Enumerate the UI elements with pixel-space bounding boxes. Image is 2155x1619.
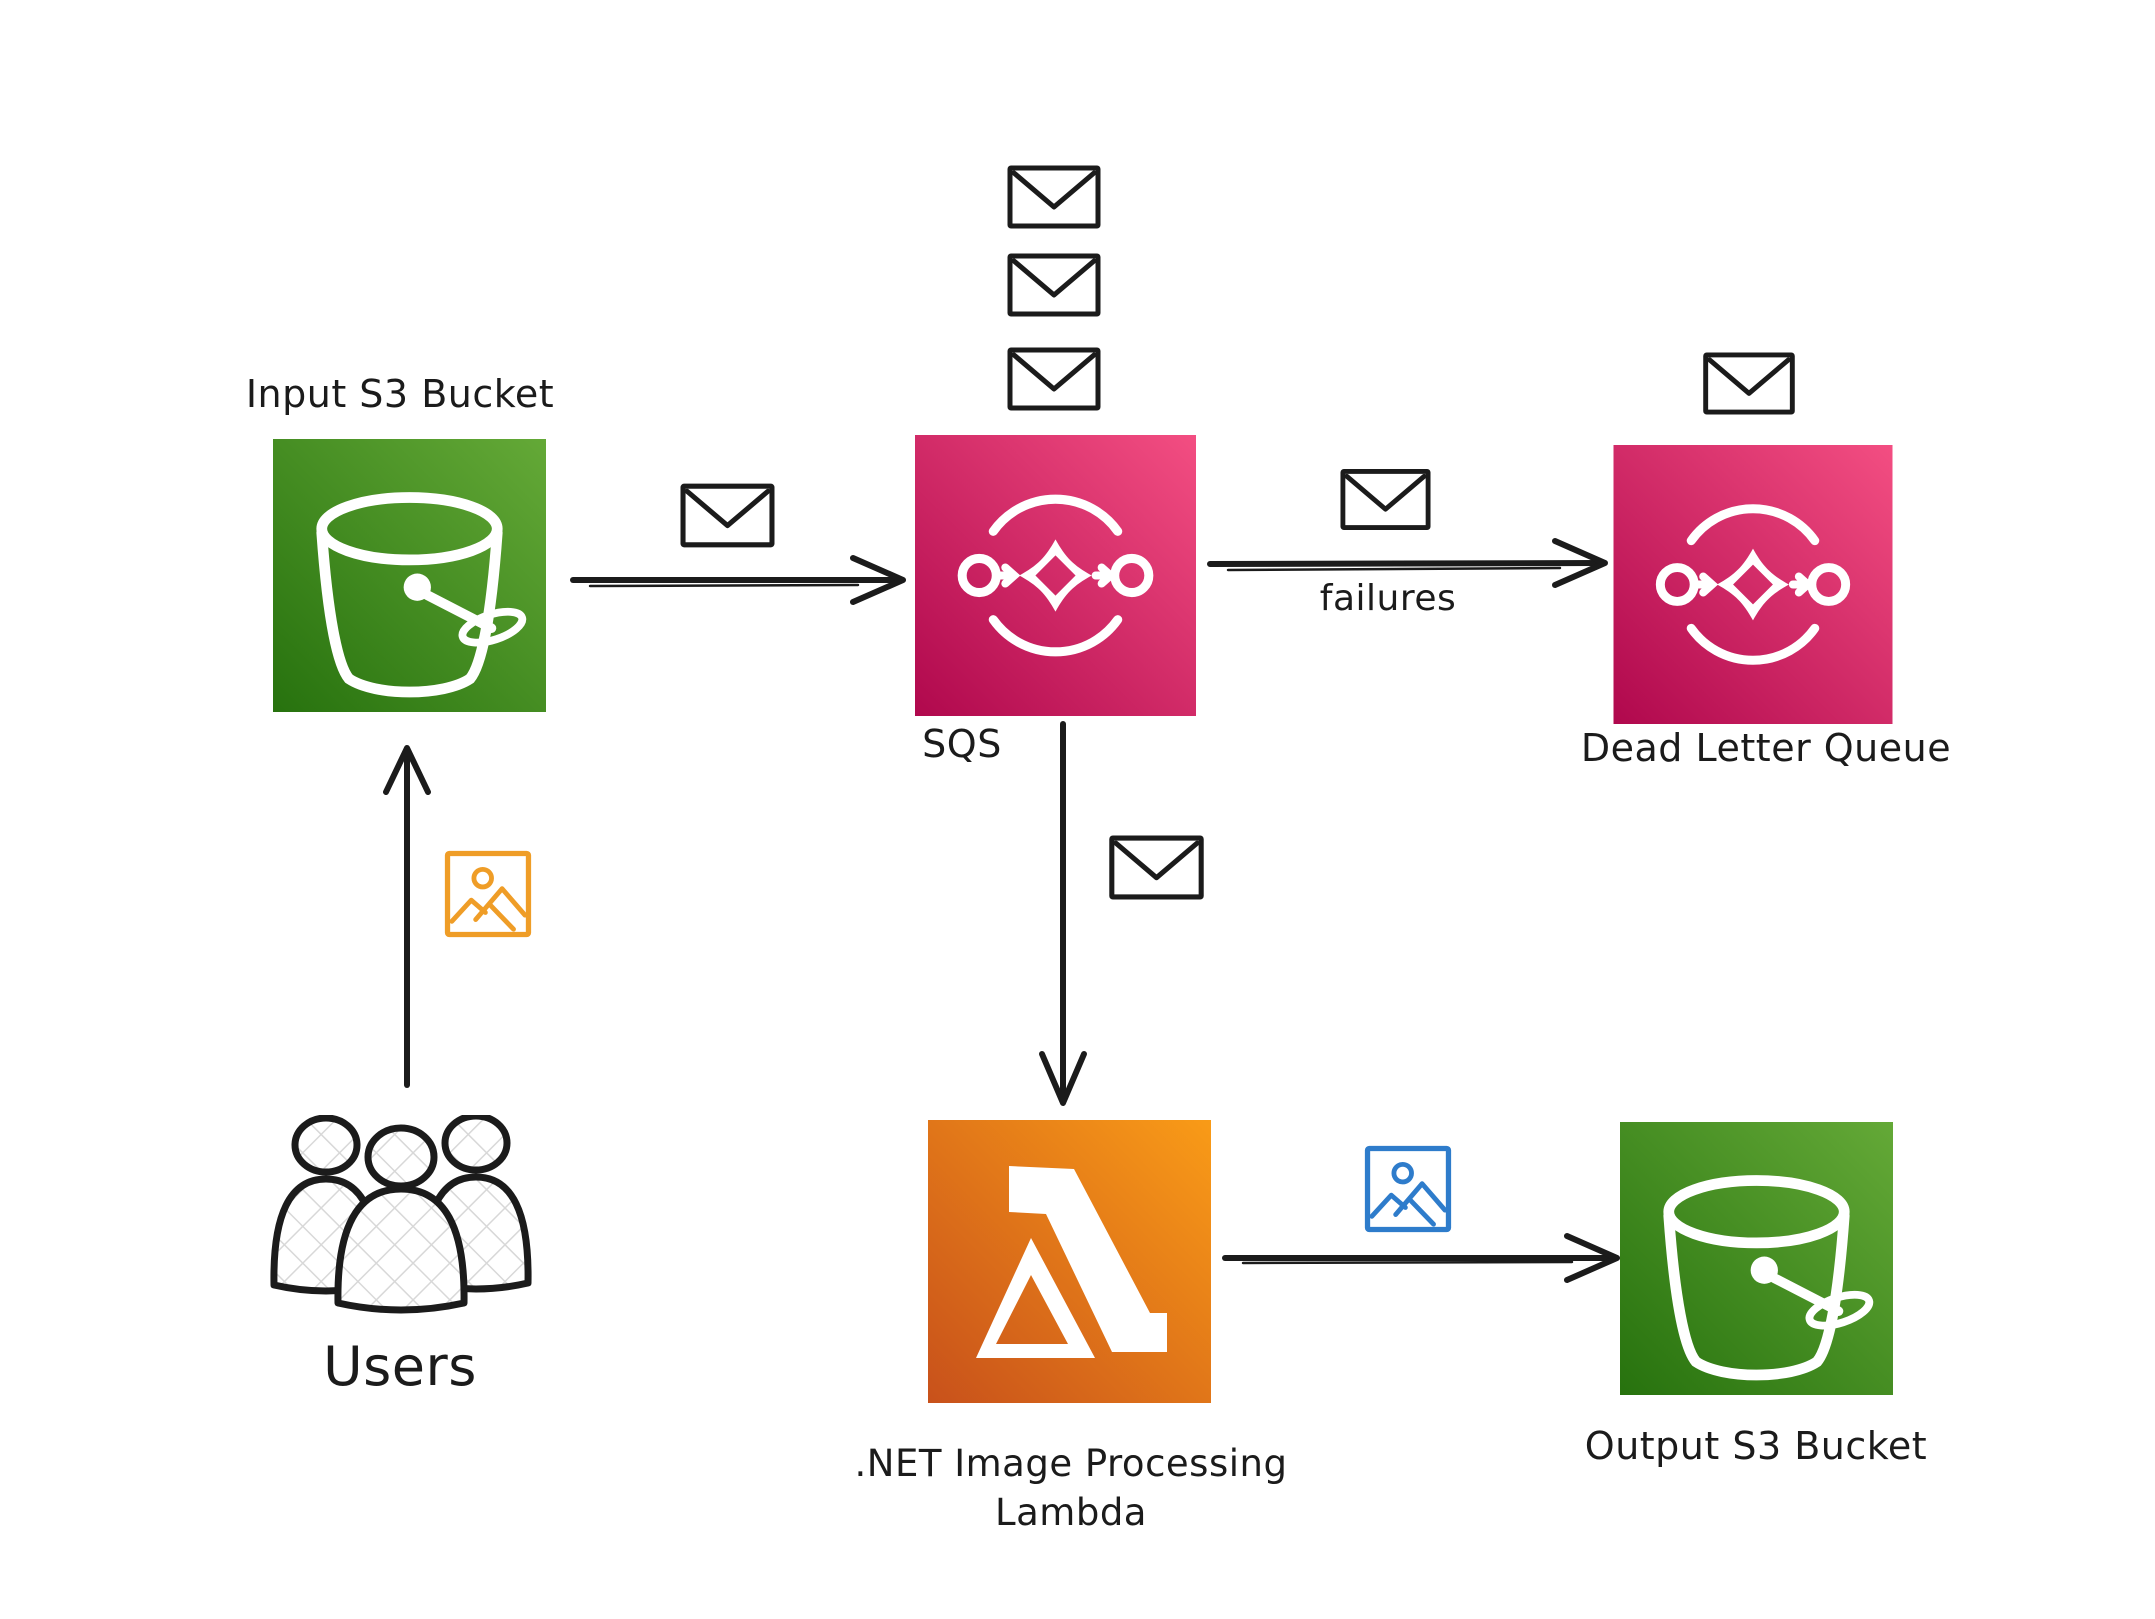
image-icon	[443, 850, 533, 938]
sqs-label: SQS	[922, 722, 1002, 766]
lambda-label-line2: Lambda	[995, 1490, 1147, 1534]
arrow-input-s3-to-sqs	[570, 555, 906, 605]
envelope-icon	[1007, 253, 1101, 317]
input-s3-bucket-icon	[273, 439, 546, 712]
lambda-label: .NET Image Processing Lambda	[761, 1440, 1381, 1538]
input-s3-bucket-label: Input S3 Bucket	[245, 372, 555, 416]
arrow-sqs-to-lambda	[1039, 721, 1087, 1106]
envelope-icon	[1340, 468, 1431, 531]
output-s3-bucket-label: Output S3 Bucket	[1584, 1424, 1928, 1468]
sqs-queue-icon	[915, 435, 1196, 716]
output-s3-bucket-icon	[1620, 1122, 1893, 1395]
envelope-icon	[1108, 835, 1205, 900]
lambda-label-line1: .NET Image Processing	[854, 1442, 1288, 1485]
dead-letter-queue-label: Dead Letter Queue	[1580, 726, 1952, 770]
users-label: Users	[323, 1335, 477, 1398]
envelope-icon	[1702, 352, 1796, 415]
arrow-users-to-input-s3	[383, 745, 431, 1088]
arrow-lambda-to-output-s3	[1222, 1233, 1620, 1283]
envelope-icon	[1007, 165, 1101, 229]
envelope-icon	[680, 483, 775, 548]
image-icon	[1363, 1145, 1453, 1233]
dead-letter-queue-icon	[1613, 445, 1893, 724]
failures-edge-label: failures	[1319, 578, 1457, 619]
lambda-icon	[928, 1120, 1211, 1403]
users-icon	[266, 1115, 536, 1315]
envelope-icon	[1007, 347, 1101, 411]
